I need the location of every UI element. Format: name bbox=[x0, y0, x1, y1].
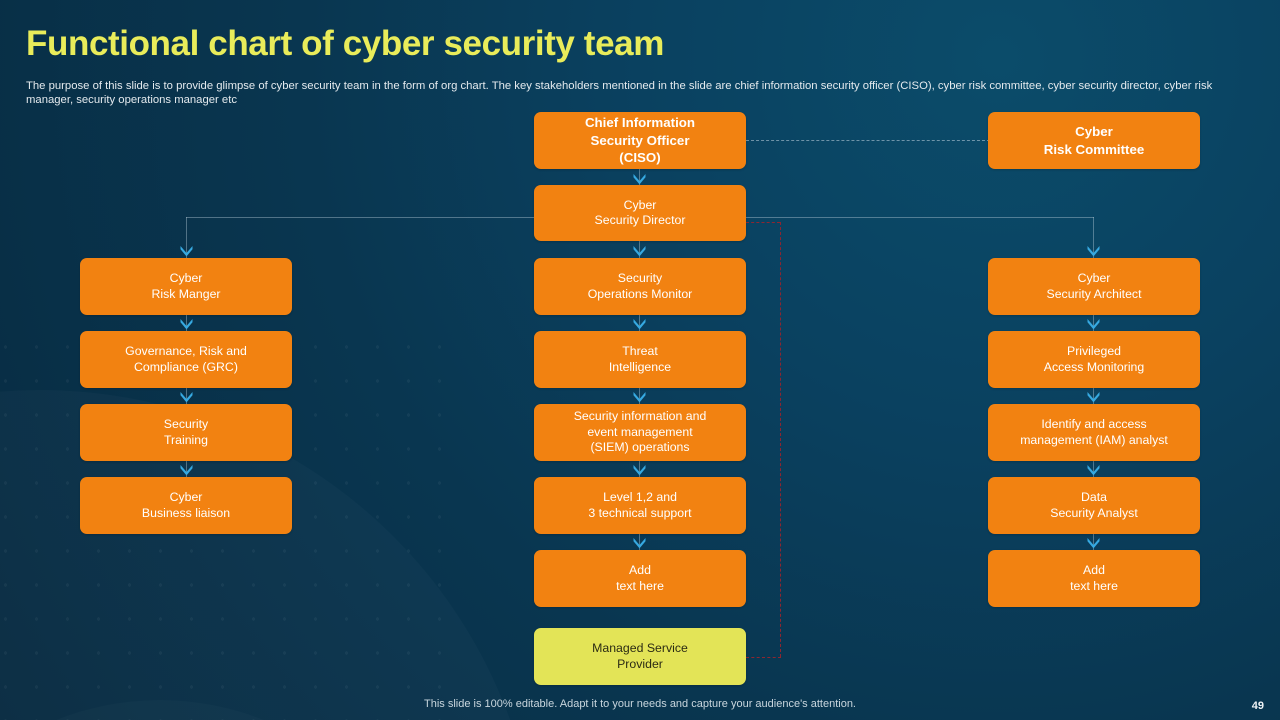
node-right-add-text-here[interactable]: Add text here bbox=[988, 550, 1200, 607]
node-center-add-text-here[interactable]: Add text here bbox=[534, 550, 746, 607]
edge-msp-segment-bottom bbox=[746, 657, 781, 658]
node-ciso[interactable]: Chief Information Security Officer (CISO… bbox=[534, 112, 746, 169]
arrow-c2-to-c3 bbox=[633, 391, 646, 403]
arrow-r3-to-r4 bbox=[1087, 464, 1100, 476]
node-security-operations-monitor[interactable]: Security Operations Monitor bbox=[534, 258, 746, 315]
node-iam-analyst[interactable]: Identify and access management (IAM) ana… bbox=[988, 404, 1200, 461]
node-cyber-security-director-label: Cyber Security Director bbox=[594, 197, 686, 227]
node-threat-intelligence-label: Threat Intelligence bbox=[608, 344, 672, 374]
node-security-operations-monitor-label: Security Operations Monitor bbox=[587, 271, 693, 301]
node-privileged-access-monitoring[interactable]: Privileged Access Monitoring bbox=[988, 331, 1200, 388]
arrow-l1-to-l2 bbox=[180, 318, 193, 330]
node-cyber-risk-committee[interactable]: Cyber Risk Committee bbox=[988, 112, 1200, 169]
node-privileged-access-monitoring-label: Privileged Access Monitoring bbox=[1043, 344, 1145, 374]
arrow-r2-to-r3 bbox=[1087, 391, 1100, 403]
node-data-security-analyst[interactable]: Data Security Analyst bbox=[988, 477, 1200, 534]
edge-r4-r5 bbox=[1093, 533, 1094, 552]
node-siem-operations-label: Security information and event managemen… bbox=[573, 409, 707, 455]
node-cyber-risk-manger-label: Cyber Risk Manger bbox=[151, 271, 221, 301]
node-technical-support[interactable]: Level 1,2 and 3 technical support bbox=[534, 477, 746, 534]
edge-director-stem bbox=[639, 240, 640, 259]
node-ciso-label: Chief Information Security Officer (CISO… bbox=[584, 115, 696, 166]
edge-ciso-to-committee bbox=[746, 140, 990, 141]
arrow-c3-to-c4 bbox=[633, 464, 646, 476]
arrow-director-to-l1 bbox=[180, 245, 193, 257]
edge-c4-c5 bbox=[639, 533, 640, 552]
node-iam-analyst-label: Identify and access management (IAM) ana… bbox=[1020, 417, 1168, 447]
node-managed-service-provider[interactable]: Managed Service Provider bbox=[534, 628, 746, 685]
node-security-training[interactable]: Security Training bbox=[80, 404, 292, 461]
node-cyber-business-liaison[interactable]: Cyber Business liaison bbox=[80, 477, 292, 534]
node-right-add-text-here-label: Add text here bbox=[1070, 563, 1118, 593]
arrow-l2-to-l3 bbox=[180, 391, 193, 403]
node-cyber-security-director[interactable]: Cyber Security Director bbox=[534, 185, 746, 241]
arrow-l3-to-l4 bbox=[180, 464, 193, 476]
arrow-director-to-c1 bbox=[633, 245, 646, 257]
edge-r3-r4 bbox=[1093, 460, 1094, 479]
edge-c2-c3 bbox=[639, 387, 640, 406]
node-data-security-analyst-label: Data Security Analyst bbox=[1050, 490, 1138, 520]
edge-c3-c4 bbox=[639, 460, 640, 479]
edge-drop-right bbox=[1093, 217, 1094, 259]
arrow-c1-to-c2 bbox=[633, 318, 646, 330]
edge-l3-l4 bbox=[186, 460, 187, 479]
node-grc[interactable]: Governance, Risk and Compliance (GRC) bbox=[80, 331, 292, 388]
edge-msp-segment-top bbox=[746, 222, 780, 223]
edge-r2-r3 bbox=[1093, 387, 1094, 406]
edge-l2-l3 bbox=[186, 387, 187, 406]
edge-l1-l2 bbox=[186, 314, 187, 333]
edge-drop-left bbox=[186, 217, 187, 259]
node-cyber-business-liaison-label: Cyber Business liaison bbox=[141, 490, 231, 520]
edge-r1-r2 bbox=[1093, 314, 1094, 333]
node-managed-service-provider-label: Managed Service Provider bbox=[592, 641, 688, 671]
node-cyber-security-architect[interactable]: Cyber Security Architect bbox=[988, 258, 1200, 315]
footer-note: This slide is 100% editable. Adapt it to… bbox=[424, 698, 856, 710]
node-security-training-label: Security Training bbox=[163, 417, 209, 447]
edge-ciso-to-director bbox=[639, 169, 640, 186]
arrow-ciso-to-director bbox=[633, 173, 646, 185]
node-center-add-text-here-label: Add text here bbox=[616, 563, 664, 593]
arrow-c4-to-c5 bbox=[633, 537, 646, 549]
arrow-director-to-r1 bbox=[1087, 245, 1100, 257]
arrow-r1-to-r2 bbox=[1087, 318, 1100, 330]
node-technical-support-label: Level 1,2 and 3 technical support bbox=[588, 490, 692, 520]
page-number: 49 bbox=[1251, 700, 1264, 712]
edge-c1-c2 bbox=[639, 314, 640, 333]
node-cyber-risk-manger[interactable]: Cyber Risk Manger bbox=[80, 258, 292, 315]
page-title: Functional chart of cyber security team bbox=[26, 24, 664, 63]
node-cyber-risk-committee-label: Cyber Risk Committee bbox=[1043, 124, 1145, 157]
node-threat-intelligence[interactable]: Threat Intelligence bbox=[534, 331, 746, 388]
node-cyber-security-architect-label: Cyber Security Architect bbox=[1046, 271, 1142, 301]
arrow-r4-to-r5 bbox=[1087, 537, 1100, 549]
edge-msp-segment-down bbox=[780, 222, 781, 657]
node-grc-label: Governance, Risk and Compliance (GRC) bbox=[125, 344, 247, 374]
page-subtitle: The purpose of this slide is to provide … bbox=[26, 80, 1213, 106]
node-siem-operations[interactable]: Security information and event managemen… bbox=[534, 404, 746, 461]
